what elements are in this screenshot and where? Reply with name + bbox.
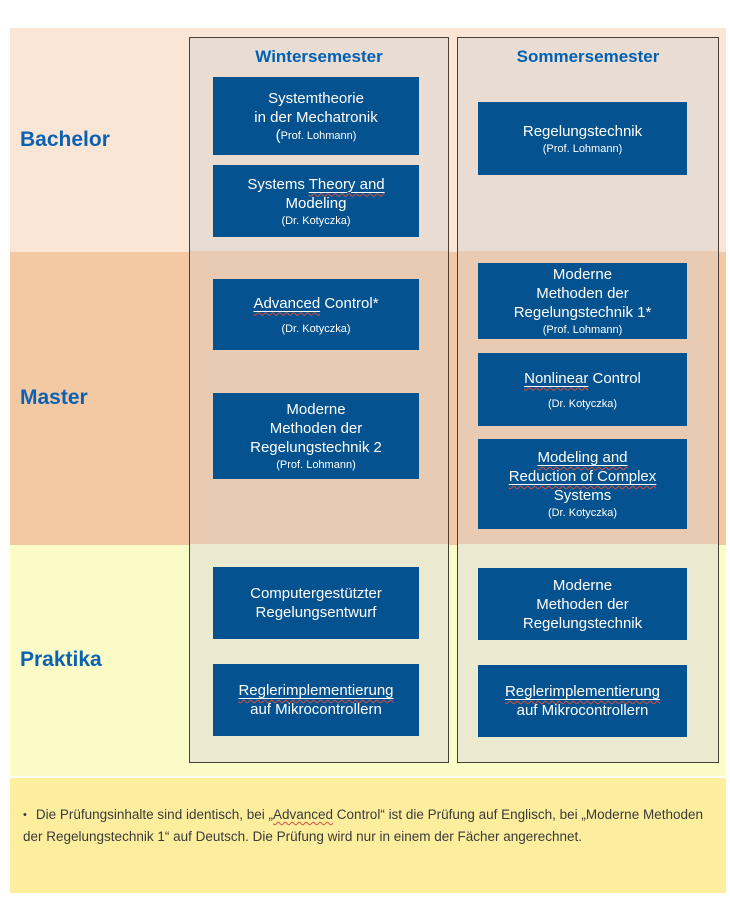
course-lecturer: (Prof. Lohmann) — [275, 127, 357, 144]
course-title-line: auf Mikrocontrollern — [238, 700, 393, 719]
course-lecturer: (Prof. Lohmann) — [542, 324, 623, 336]
course-lecturer: (Dr. Kotyczka) — [281, 214, 351, 227]
course-box-advanced-control: Advanced Control* (Dr. Kotyczka) — [213, 279, 419, 350]
course-title-line: Reglerimplementierung — [505, 682, 660, 701]
underlined-text: Theory and — [308, 175, 385, 193]
course-title-line: Systemtheorie — [254, 89, 377, 108]
course-title-line: Regelungsentwurf — [250, 603, 382, 622]
course-title-line: Systems — [509, 486, 657, 505]
course-title: Reglerimplementierung auf Mikrocontroller… — [505, 682, 660, 720]
course-title-line: Regelungstechnik — [523, 122, 642, 141]
text-segment: Systems — [553, 487, 612, 504]
text-segment: Regelungstechnik 2 — [250, 439, 382, 456]
course-lecturer: (Prof. Lohmann) — [542, 142, 623, 155]
course-lecturer: (Dr. Kotyczka) — [281, 322, 351, 335]
text-segment: Regelungstechnik — [522, 614, 643, 632]
course-title: Advanced Control* — [253, 294, 378, 313]
row-label-bachelor: Bachelor — [20, 128, 110, 151]
note-segment: Control“ ist die Prüfung auf Englisch, b… — [23, 807, 703, 844]
course-title: Systemtheorie in der Mechatronik — [254, 89, 377, 127]
course-title-line: Computergestützter — [250, 584, 382, 603]
row-label-master: Master — [20, 386, 88, 409]
course-title-line: Moderne — [514, 265, 652, 284]
course-title-line: Methoden der — [523, 595, 642, 614]
course-title-line: Moderne — [250, 400, 382, 419]
course-box-reglerimplementierung-sommer: Reglerimplementierung auf Mikrocontroller… — [478, 665, 687, 737]
text-segment: Methoden der — [536, 595, 629, 613]
course-lecturer: (Dr. Kotyczka) — [547, 507, 618, 519]
course-title: Reglerimplementierung auf Mikrocontroller… — [238, 681, 393, 719]
text-segment: Moderne — [552, 266, 613, 283]
text-segment: Regelungstechnik 1* — [513, 304, 652, 321]
underlined-text: Reduction of Complex — [508, 468, 657, 485]
text-segment: Computergestützter — [250, 585, 382, 602]
spellcheck-squiggle-text: Advanced — [273, 807, 334, 822]
course-title-line: Systems Theory and — [247, 175, 384, 194]
underlined-text: Nonlinear — [524, 369, 589, 387]
note-segment: Die Prüfungsinhalte sind identisch, bei … — [35, 807, 273, 822]
course-title-line: Regelungstechnik 2 — [250, 438, 382, 457]
course-box-nonlinear-control: Nonlinear Control (Dr. Kotyczka) — [478, 353, 687, 426]
course-title-line: Nonlinear Control — [524, 369, 641, 388]
course-title-line: Reglerimplementierung — [238, 681, 393, 700]
underlined-text: Reglerimplementierung — [504, 683, 661, 700]
course-lecturer: (Prof. Lohmann) — [276, 459, 356, 471]
underlined-text: Advanced — [253, 294, 321, 312]
course-title: Nonlinear Control — [524, 369, 641, 388]
text-segment: auf Mikrocontrollern — [516, 702, 649, 719]
text-segment: Moderne — [286, 401, 346, 418]
text-segment: in der Mechatronik — [254, 109, 378, 126]
text-segment: Methoden der — [536, 285, 629, 302]
course-title-line: Modeling — [247, 194, 384, 213]
course-title-line: Reduction of Complex — [509, 467, 657, 486]
course-title-line: Methoden der — [250, 419, 382, 438]
underlined-text: Modeling and — [537, 449, 628, 466]
course-title-line: Regelungstechnik — [523, 614, 642, 633]
course-title-line: auf Mikrocontrollern — [505, 701, 660, 720]
course-lecturer: (Dr. Kotyczka) — [547, 397, 618, 410]
note-body: Die Prüfungsinhalte sind identisch, bei … — [23, 807, 703, 844]
course-title-line: Modeling and — [509, 448, 657, 467]
course-box-reglerimplementierung-winter: Reglerimplementierung auf Mikrocontroller… — [213, 664, 419, 736]
course-title-line: Methoden der — [514, 284, 652, 303]
text-segment: Control — [588, 369, 641, 387]
text-segment: Regelungsentwurf — [255, 604, 377, 621]
underlined-text: Reglerimplementierung — [238, 682, 394, 699]
column-header-sommersemester: Sommersemester — [516, 47, 660, 66]
course-box-regelungstechnik: Regelungstechnik (Prof. Lohmann) — [478, 102, 687, 175]
text-segment: Methoden der — [269, 420, 363, 437]
text-segment: Modeling — [285, 194, 347, 212]
text-segment: Control* — [320, 294, 379, 312]
text-segment: Systems — [247, 175, 309, 193]
row-label-praktika: Praktika — [20, 648, 102, 671]
course-title-line: Regelungstechnik 1* — [514, 303, 652, 322]
bullet-icon: • — [23, 809, 27, 821]
course-title: Regelungstechnik — [523, 122, 642, 141]
course-title-line: Moderne — [523, 576, 642, 595]
course-title-line: in der Mechatronik — [254, 108, 377, 127]
note-text: • Die Prüfungsinhalte sind identisch, bei… — [23, 804, 710, 847]
text-segment: auf Mikrocontrollern — [250, 701, 382, 718]
text-segment: Systemtheorie — [268, 90, 364, 107]
big-paren: ( — [275, 127, 281, 144]
text-segment: Moderne — [552, 576, 613, 594]
footnote-box: • Die Prüfungsinhalte sind identisch, bei… — [10, 778, 726, 893]
column-header-wintersemester: Wintersemester — [255, 47, 383, 66]
course-box-systemtheorie-mechatronik: Systemtheorie in der Mechatronik(Prof. Lo… — [213, 77, 419, 155]
course-title-line: Advanced Control* — [253, 294, 378, 313]
text-segment: Regelungstechnik — [522, 122, 643, 140]
